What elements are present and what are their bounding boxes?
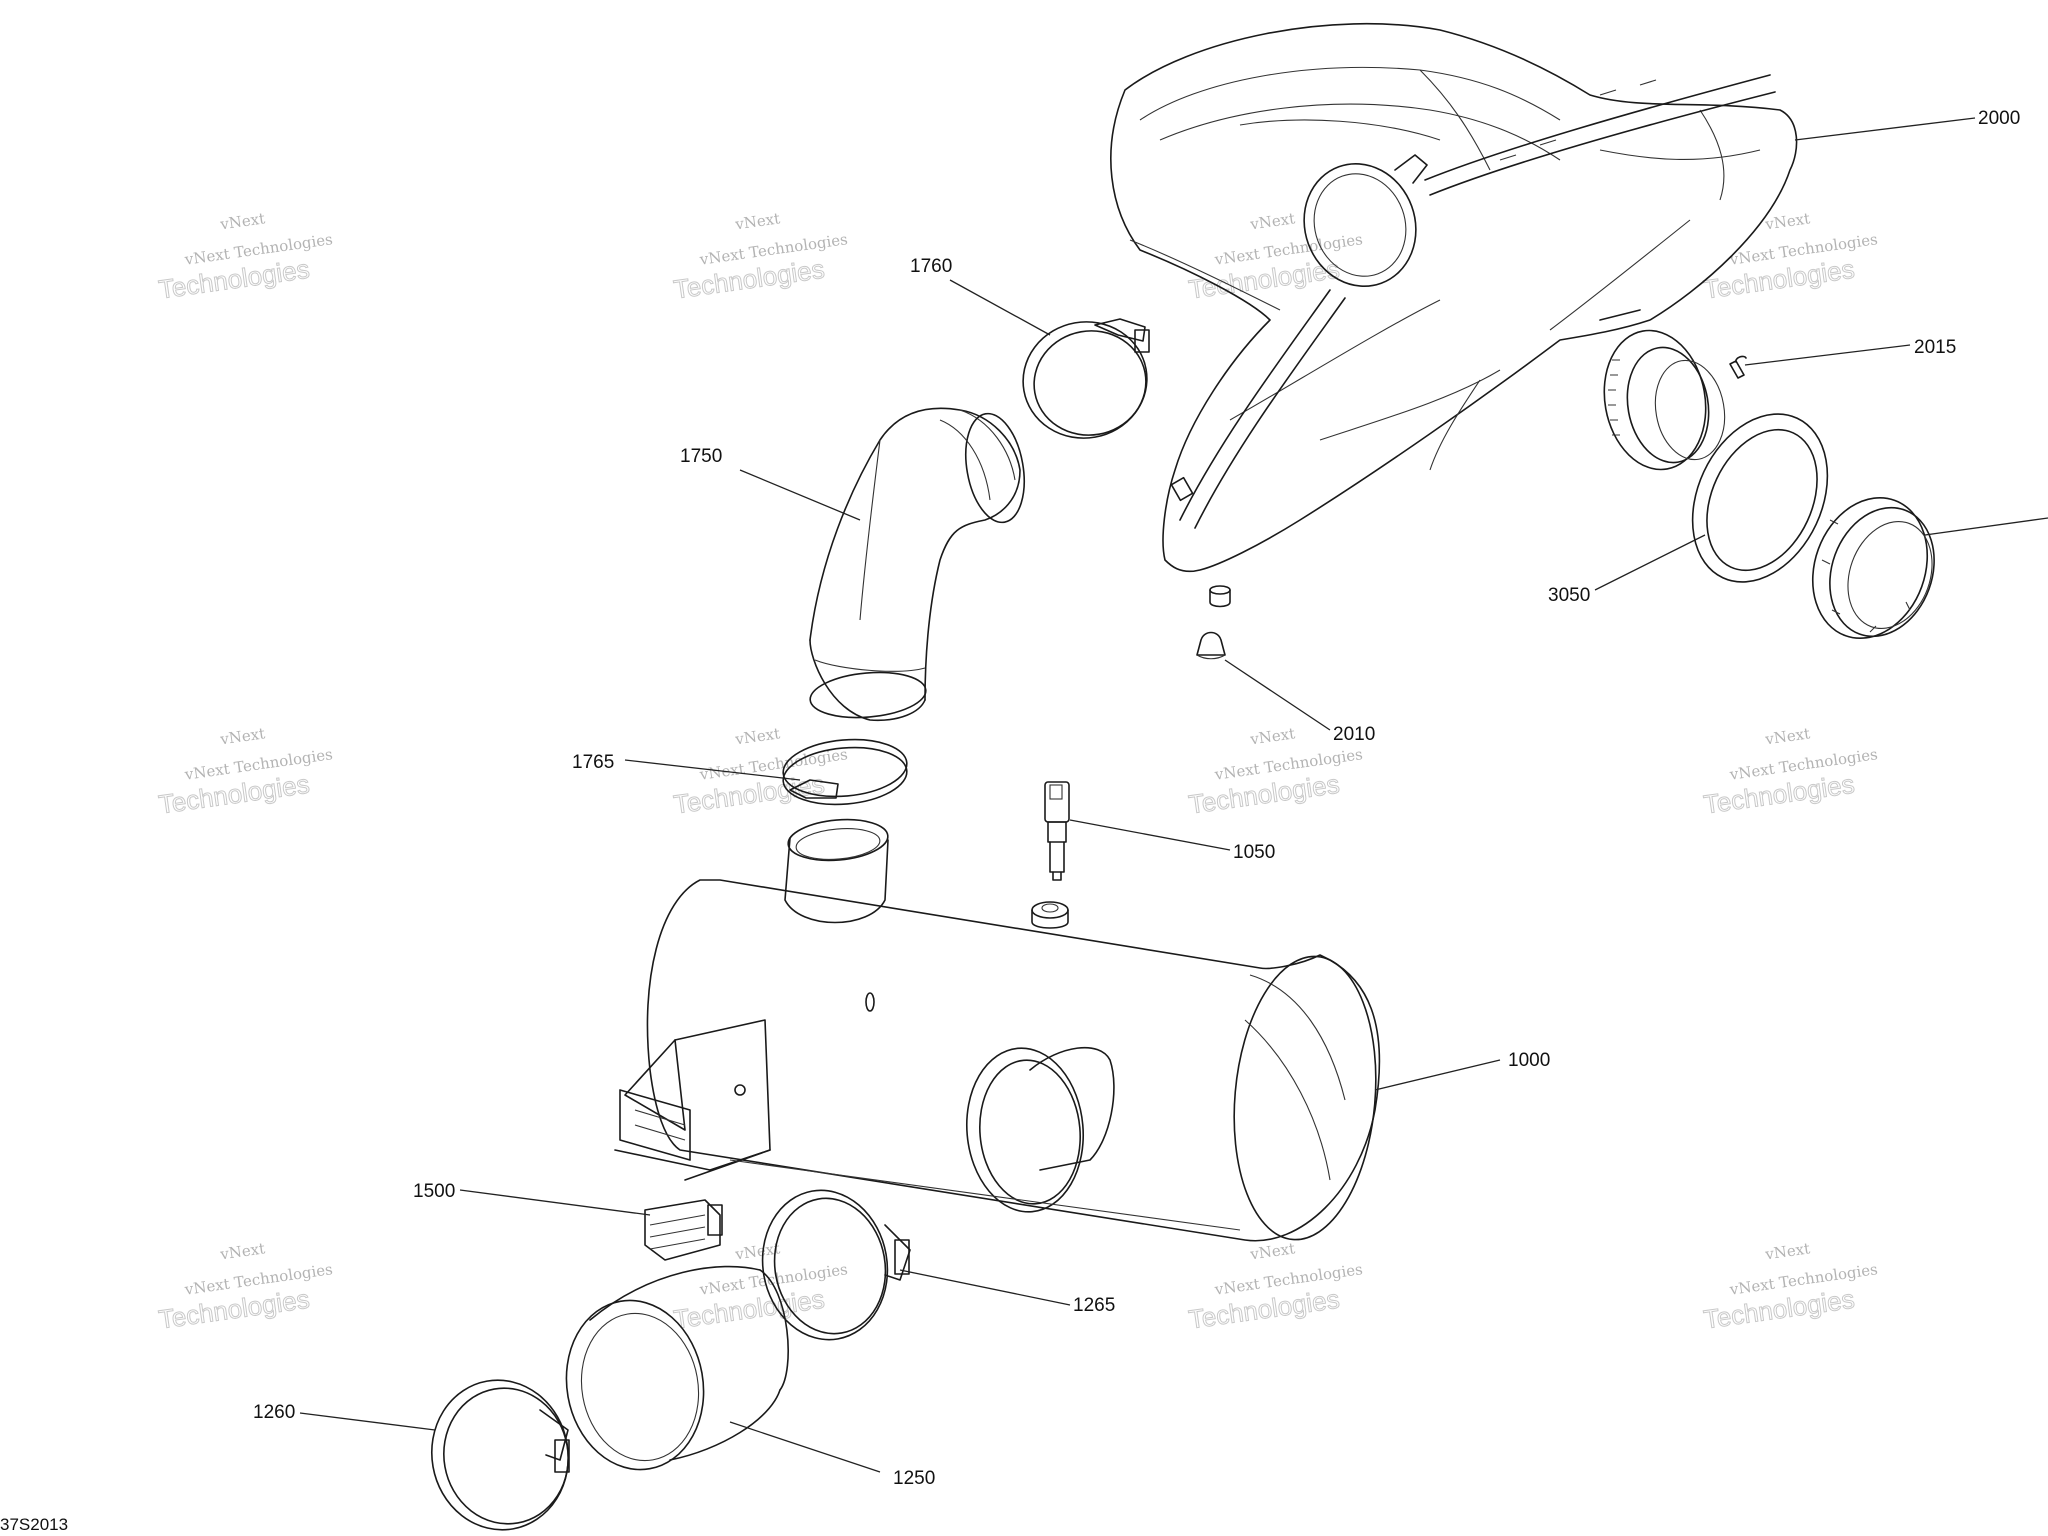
svg-text:vNext: vNext: [1763, 209, 1811, 233]
callout-2010: 2010: [1333, 724, 1375, 745]
connector-part-1500: [644, 1199, 723, 1261]
svg-text:vNext: vNext: [1763, 1239, 1811, 1263]
intake-hose-part-1750: [809, 407, 1025, 722]
callout-2000: 2000: [1978, 108, 2020, 129]
svg-text:vNext: vNext: [1248, 1239, 1296, 1263]
svg-text:vNext: vNext: [218, 209, 266, 233]
callout-1265: 1265: [1073, 1295, 1115, 1316]
svg-text:vNext: vNext: [218, 724, 266, 748]
retaining-nut-part: [1811, 496, 1935, 640]
callout-1050: 1050: [1233, 842, 1275, 863]
hose-clamp-part-1265: [761, 1189, 911, 1341]
drawing-code: 37S2013: [0, 1515, 68, 1534]
callout-1760: 1760: [910, 256, 952, 277]
airbox-part-2000: [1110, 22, 1798, 608]
leader-lines: [299, 117, 2048, 1473]
hose-clamp-part-1260: [430, 1379, 570, 1531]
watermark-layer: Technologies vNext Technologies vNext Te…: [156, 209, 1878, 1335]
svg-text:vNext: vNext: [733, 724, 781, 748]
callout-1000: 1000: [1508, 1050, 1550, 1071]
callout-2015: 2015: [1914, 337, 1956, 358]
svg-text:vNext: vNext: [733, 209, 781, 233]
callout-1750: 1750: [680, 446, 722, 467]
svg-text:vNext: vNext: [1248, 209, 1296, 233]
callout-1260: 1260: [253, 1402, 295, 1423]
hose-clamp-part-1765: [782, 738, 908, 806]
callout-1765: 1765: [572, 752, 614, 773]
temperature-sensor-part-1050: [1044, 781, 1070, 881]
coupler-sleeve-part-1250: [565, 1265, 789, 1471]
muffler-part-1000: [614, 818, 1381, 1242]
rubber-plug-part-2010: [1196, 631, 1226, 660]
callout-3050: 3050: [1548, 585, 1590, 606]
gasket-part-3050: [1691, 413, 1829, 583]
hose-clamp-part-1760: [1022, 318, 1150, 439]
svg-text:vNext: vNext: [218, 1239, 266, 1263]
callout-1500: 1500: [413, 1181, 455, 1202]
callout-labels: 2000 2015 3050 2010 1760 1750 1765 1050 …: [253, 108, 2020, 1489]
svg-text:vNext: vNext: [1763, 724, 1811, 748]
screw-part-2015: [1729, 355, 1747, 379]
callout-1250: 1250: [893, 1468, 935, 1489]
svg-text:vNext: vNext: [1248, 724, 1296, 748]
